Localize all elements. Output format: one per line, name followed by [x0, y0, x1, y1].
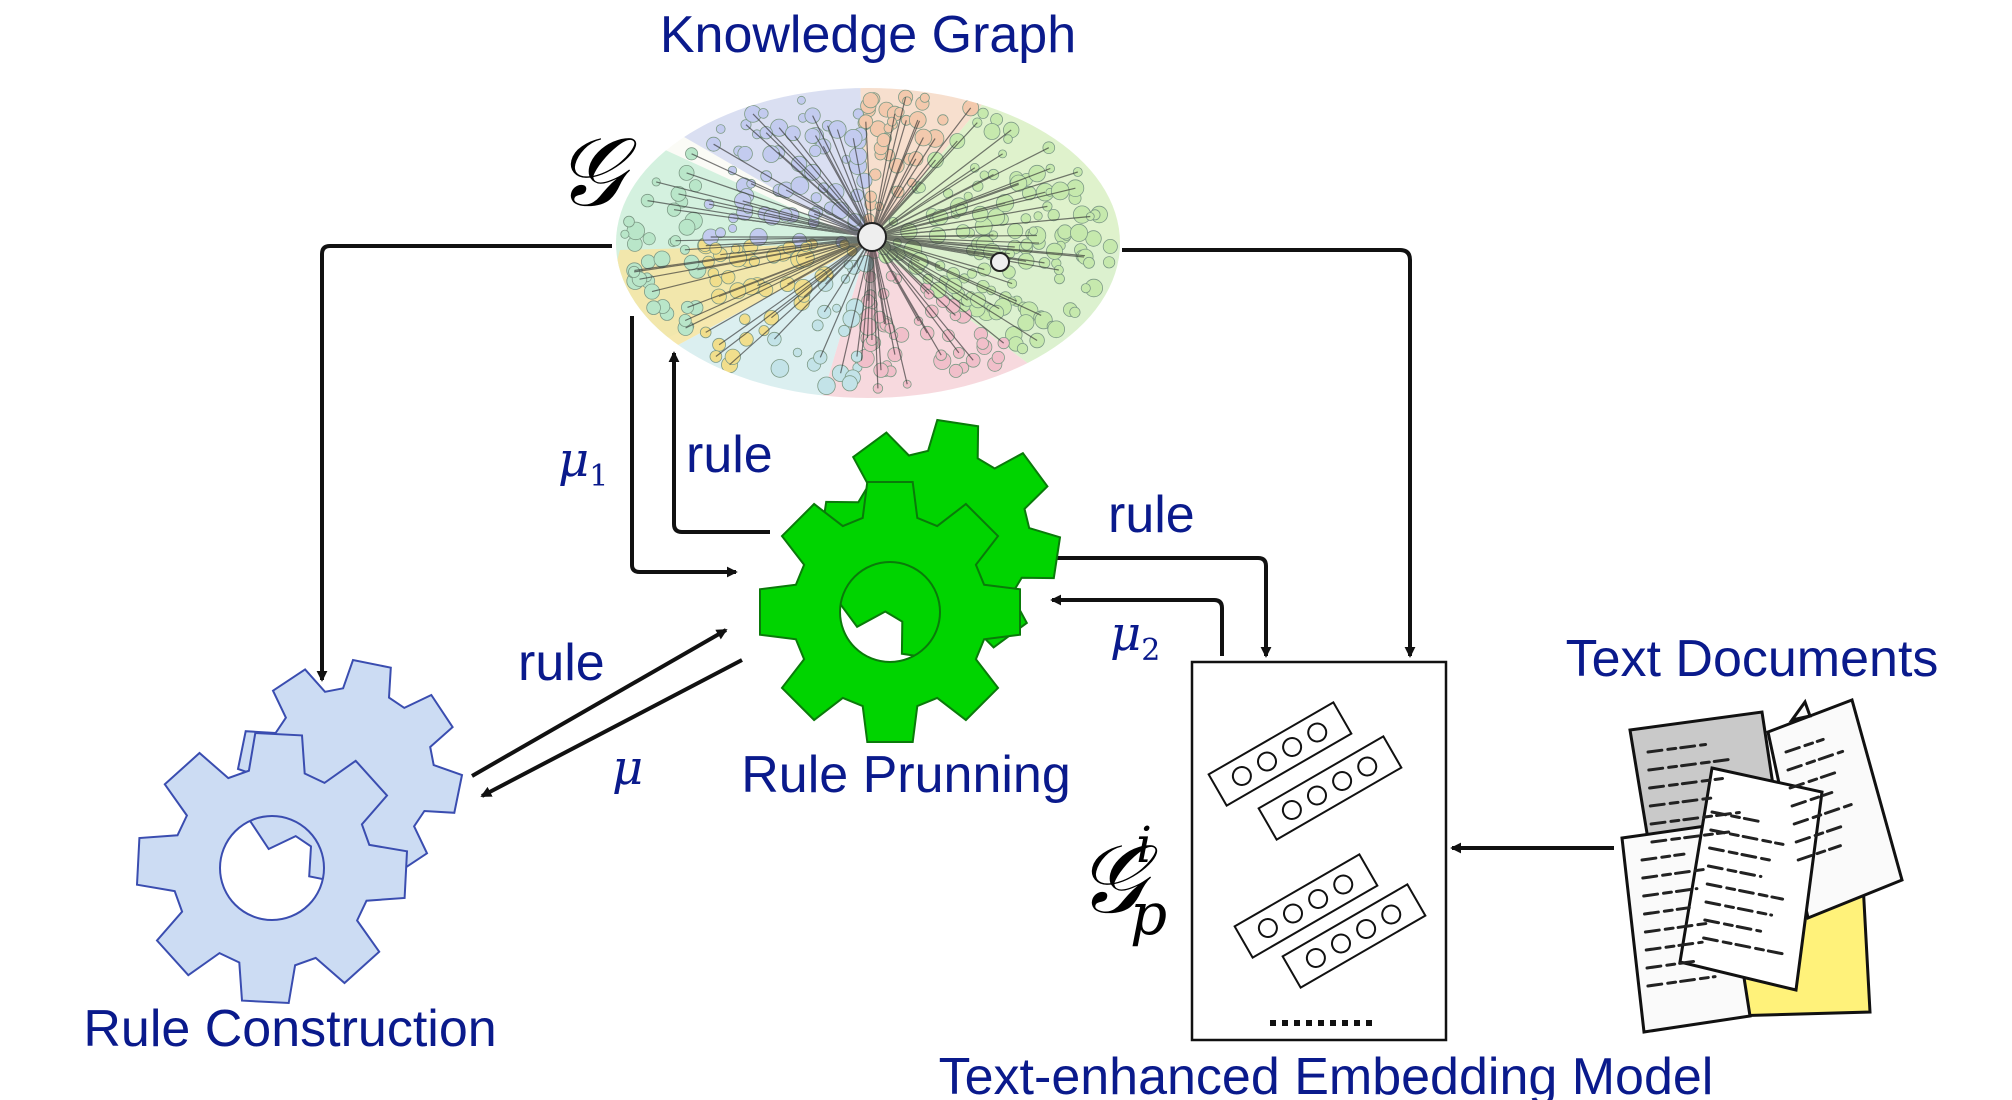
rule-label-embedding: rule: [1108, 486, 1195, 544]
mu1-label: μ1: [558, 432, 608, 494]
rule-label-construction: rule: [518, 634, 605, 692]
text-documents-label: Text Documents: [1566, 630, 1939, 688]
vector-slots-icon: [1207, 701, 1427, 989]
paper-stack-icon: [1620, 698, 1904, 1034]
ellipsis-dots: [1270, 1020, 1372, 1026]
gp-symbol: 𝒢: [1076, 823, 1158, 935]
arrow-kg-mu1-to-pruning: [630, 316, 738, 578]
rule-pruning-gears-icon: [759, 418, 1062, 743]
knowledge-graph-title: Knowledge Graph: [660, 6, 1076, 64]
mu-label: μ: [612, 740, 643, 796]
arrow-construction-rule-to-pruning: [471, 628, 728, 778]
rule-construction-label: Rule Construction: [83, 1000, 496, 1058]
embedding-model-label: Text-enhanced Embedding Model: [939, 1048, 1714, 1100]
gp-superscript: i: [1136, 816, 1152, 874]
gp-subscript: p: [1130, 880, 1167, 948]
rule-construction-gears-icon: [135, 658, 464, 1005]
rule-pruning-label: Rule Prunning: [741, 746, 1071, 804]
arrow-pruning-mu-to-construction: [480, 658, 743, 798]
embedding-model-box: [1190, 660, 1448, 1042]
arrow-kg-to-embedding: [1122, 248, 1416, 658]
rule-label-kg: rule: [686, 426, 773, 484]
mu2-label: μ2: [1110, 606, 1160, 668]
arrow-pruning-rule-to-kg: [668, 351, 770, 534]
arrow-pruning-rule-to-embedding: [1030, 556, 1272, 658]
connector-arrows: [316, 244, 1614, 854]
arrow-embedding-mu2-to-pruning: [1050, 594, 1224, 656]
arrow-kg-to-construction: [316, 244, 612, 682]
